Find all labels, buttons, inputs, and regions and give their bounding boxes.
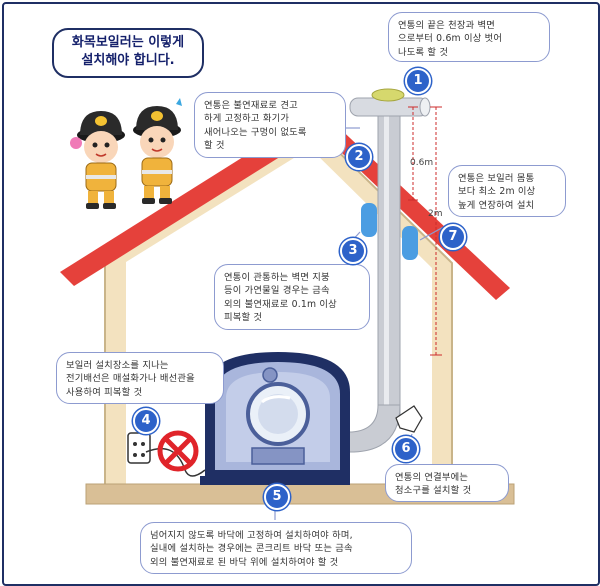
- badge-3: 3: [340, 238, 366, 264]
- floor-base: [200, 476, 350, 485]
- dim-label-06: 0.6m: [410, 158, 434, 168]
- collar-left: [361, 203, 377, 237]
- callout-7: 연통은 보일러 몸통 보다 최소 2m 이상 높게 연장하여 설치: [448, 165, 566, 217]
- callout-5: 넘어지지 않도록 바닥에 고정하여 설치하여야 하며, 실내에 설치하는 경우에…: [140, 522, 412, 574]
- boiler-window-glare: [261, 395, 291, 404]
- chimney-cap-icon: [371, 88, 405, 102]
- boiler-window-inner: [258, 394, 298, 434]
- cleanout-tee: [395, 405, 423, 433]
- badge-5: 5: [264, 484, 290, 510]
- boiler-gauge: [262, 367, 278, 383]
- boiler: [205, 352, 350, 478]
- callout-1: 연통의 끝은 천장과 벽면 으로부터 0.6m 이상 벗어 나도록 할 것: [388, 12, 550, 62]
- badge-2: 2: [346, 144, 372, 170]
- callout-3: 연통이 관통하는 벽면 지붕 등이 가연물일 경우는 금속 외의 불연재료로 0…: [214, 264, 370, 330]
- badge-1: 1: [405, 68, 431, 94]
- badge-7: 7: [440, 224, 466, 250]
- callout-6: 연통의 연결부에는 청소구를 설치할 것: [385, 464, 509, 502]
- no-sign-icon: [157, 430, 199, 472]
- firefighter-mascot-icon: [70, 111, 125, 209]
- collar-right: [402, 226, 418, 260]
- badge-6: 6: [393, 436, 419, 462]
- electric-outlet-icon: [127, 432, 206, 477]
- firefighter-mascot-icon: [133, 98, 182, 204]
- badge-4: 4: [133, 408, 159, 434]
- callout-4: 보일러 설치장소를 지나는 전기배선은 매설화가나 배선관을 사용하여 피복할 …: [56, 352, 224, 404]
- callout-2: 연통은 불연재료로 견고 하게 고정하고 화기가 새어나오는 구멍이 없도록 할…: [194, 92, 346, 158]
- title-bubble: 화목보일러는 이렇게 설치해야 합니다.: [52, 28, 204, 78]
- boiler-door: [251, 447, 305, 465]
- dim-label-2m: 2m: [428, 209, 443, 219]
- chimney-highlight: [384, 105, 389, 425]
- pipe-end: [419, 97, 431, 117]
